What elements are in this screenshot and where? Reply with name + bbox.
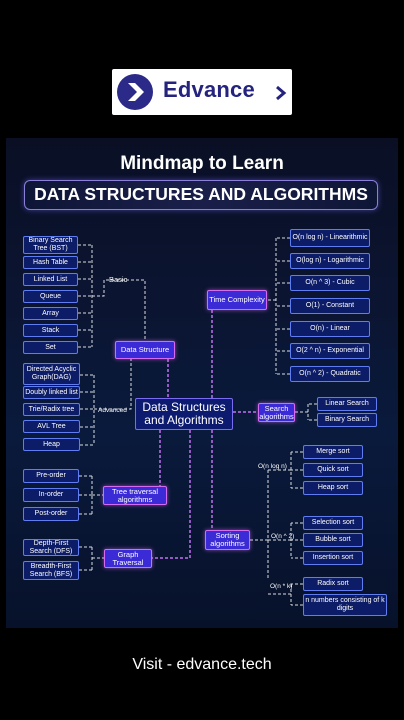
leaf-pre-order: Pre-order <box>23 469 79 483</box>
leaf-binary-search: Binary Search <box>317 413 377 427</box>
leaf-quick-sort: Quick sort <box>303 463 363 477</box>
leaf-o-1: O(1) - Constant <box>290 298 370 314</box>
basic-label: Basic <box>109 275 128 284</box>
leaf-o-logn: O(log n) - Logarithmic <box>290 253 370 269</box>
leaf-bubble-sort: Bubble sort <box>303 533 363 547</box>
leaf-linear-search: Linear Search <box>317 397 377 411</box>
poster-subtitle: Mindmap to Learn <box>120 153 284 174</box>
leaf-o-2n: O(2 ^ n) - Exponential <box>290 343 370 359</box>
leaf-set: Set <box>23 341 78 354</box>
leaf-dfs: Depth-First Search (DFS) <box>23 539 79 556</box>
hub-data-structure: Data Structure <box>115 341 175 359</box>
brand-logo: Edvance <box>112 69 292 115</box>
sort-group-label-1: O(n log n) <box>258 463 287 470</box>
poster-title: DATA STRUCTURES AND ALGORITHMS <box>24 180 378 210</box>
hub-search: Search algorithms <box>258 403 295 422</box>
sort-group-label-3: O(n * k) <box>270 583 293 590</box>
leaf-array: Array <box>23 307 78 320</box>
leaf-queue: Queue <box>23 290 78 303</box>
leaf-insertion-sort: Insertion sort <box>303 551 363 565</box>
center-node: Data Structures and Algorithms <box>135 398 233 430</box>
leaf-heap-sort: Heap sort <box>303 481 363 495</box>
advanced-label: Advanced <box>98 407 127 414</box>
hub-tree-traversal: Tree traversal algorithms <box>103 486 167 505</box>
leaf-stack: Stack <box>23 324 78 337</box>
sort-group-label-2: O(n ^ 2) <box>271 533 295 540</box>
leaf-doubly-linked-list: Doubly linked list <box>23 386 80 399</box>
leaf-o-n3: O(n ^ 3) - Cubic <box>290 275 370 291</box>
leaf-trie: Trie/Radix tree <box>23 403 80 416</box>
brand-name: Edvance <box>163 77 255 102</box>
leaf-o-nlogn: O(n log n) - Linearithmic <box>290 229 370 247</box>
leaf-n-numbers-k-digits: n numbers consisting of k digits <box>303 594 387 616</box>
leaf-o-n2: O(n ^ 2) - Quadratic <box>290 366 370 382</box>
play-chevron-icon <box>117 74 153 110</box>
hub-graph-traversal: Graph Traversal <box>104 549 152 568</box>
leaf-hash-table: Hash Table <box>23 256 78 269</box>
leaf-bfs: Breadth-First Search (BFS) <box>23 561 79 580</box>
brand-arrow-icon <box>276 85 287 101</box>
leaf-o-n: O(n) - Linear <box>290 321 370 337</box>
leaf-heap: Heap <box>23 438 80 451</box>
hub-time-complexity: Time Complexity <box>207 290 267 310</box>
leaf-bst: Binary Search Tree (BST) <box>23 236 78 254</box>
hub-sorting: Sorting algorithms <box>205 530 250 550</box>
leaf-dag: Directed Acyclic Graph(DAG) <box>23 363 80 385</box>
footer-link[interactable]: Visit - edvance.tech <box>117 650 287 680</box>
leaf-selection-sort: Selection sort <box>303 516 363 530</box>
leaf-radix-sort: Radix sort <box>303 577 363 591</box>
leaf-avl-tree: AVL Tree <box>23 420 80 433</box>
leaf-merge-sort: Merge sort <box>303 445 363 459</box>
leaf-in-order: In-order <box>23 488 79 502</box>
leaf-linked-list: Linked List <box>23 273 78 286</box>
leaf-post-order: Post-order <box>23 507 79 521</box>
